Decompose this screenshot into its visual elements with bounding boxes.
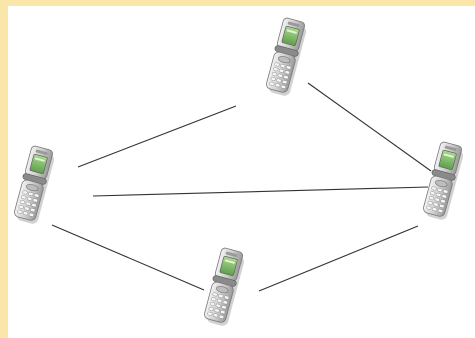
edge-top-right [308,83,431,171]
top-phone-icon [264,17,309,97]
nodes-layer [12,17,466,327]
right-phone-icon [421,141,466,221]
edge-bottom-right [259,226,418,291]
bottom-phone-icon [202,247,247,327]
edge-left-right [93,187,428,196]
left-phone-icon [12,145,57,225]
edge-left-bottom [52,225,204,290]
edge-left-top [78,106,236,167]
